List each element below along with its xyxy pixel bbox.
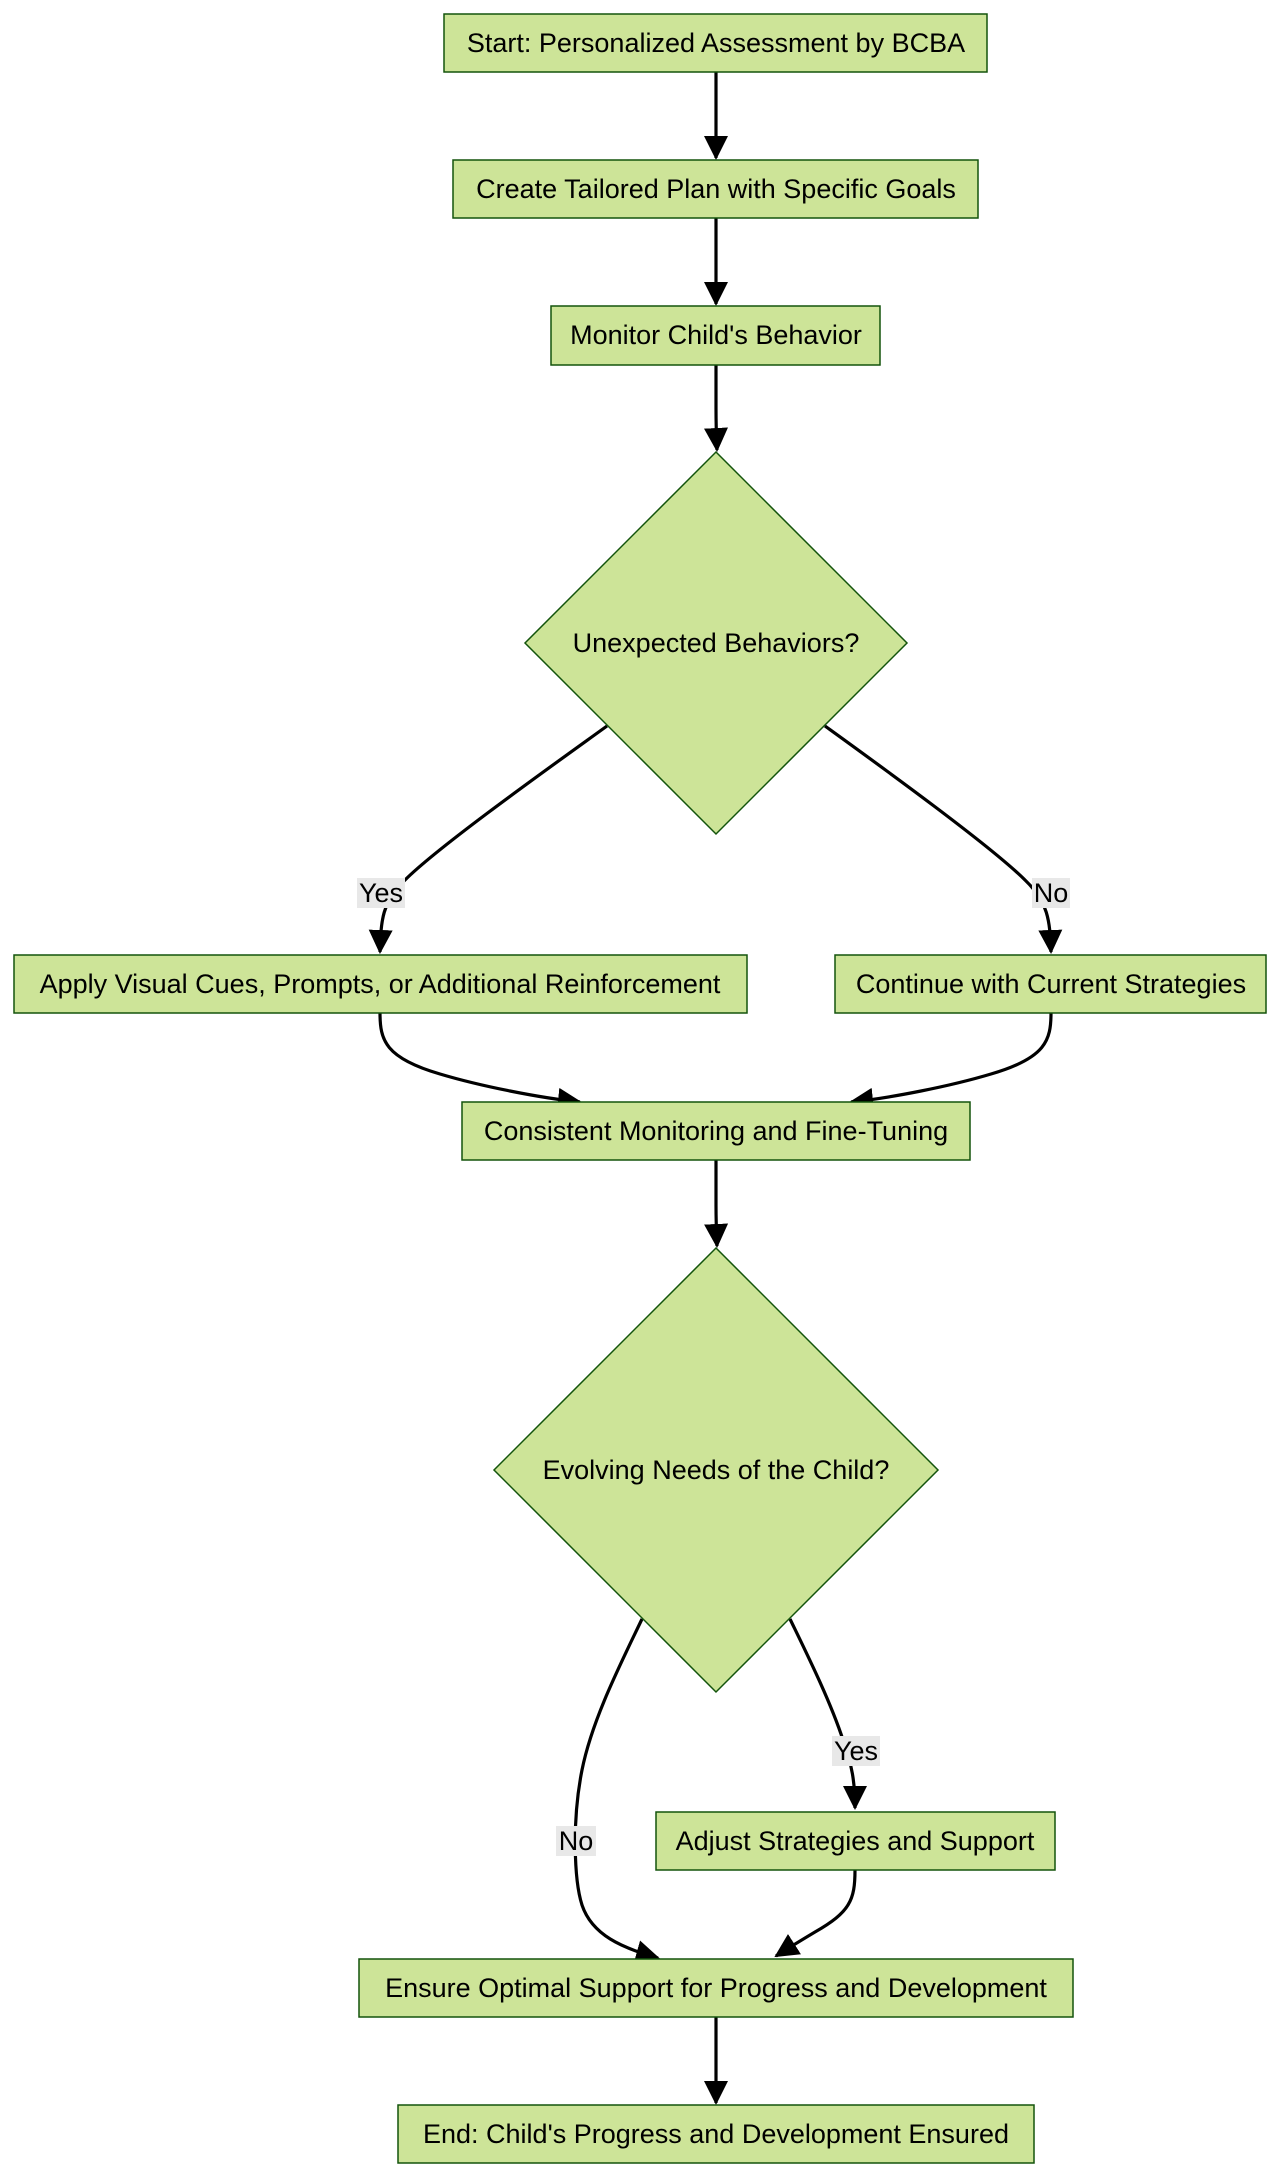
edge-label-text: No (1034, 878, 1069, 908)
nodes: Start: Personalized Assessment by BCBA C… (13, 13, 1267, 2164)
edge-label-text: Yes (834, 1736, 878, 1766)
node-plan: Create Tailored Plan with Specific Goals (452, 159, 979, 219)
edge-label-evolving-yes: Yes (832, 1736, 880, 1766)
node-label: Evolving Needs of the Child? (543, 1455, 890, 1485)
node-ensure: Ensure Optimal Support for Progress and … (358, 1958, 1074, 2018)
edge-monitor-to-unexpected (704, 365, 728, 452)
node-label: Unexpected Behaviors? (573, 628, 860, 658)
edge-adjust-to-ensure (774, 1869, 857, 1958)
node-evolving-decision: Evolving Needs of the Child? (492, 1246, 940, 1694)
node-label: Apply Visual Cues, Prompts, or Additiona… (40, 969, 721, 999)
node-adjust: Adjust Strategies and Support (655, 1811, 1056, 1871)
edge-consistent-to-evolving (704, 1160, 729, 1248)
node-monitor: Monitor Child's Behavior (550, 305, 881, 366)
edges (368, 72, 1063, 2105)
node-apply: Apply Visual Cues, Prompts, or Additiona… (13, 954, 748, 1014)
node-label: Continue with Current Strategies (856, 969, 1246, 999)
edge-evolving-to-ensure (573, 1618, 660, 1964)
edge-apply-to-consistent (378, 1012, 582, 1112)
node-label: Start: Personalized Assessment by BCBA (467, 28, 965, 58)
edge-label-unexpected-yes: Yes (357, 878, 405, 908)
node-start: Start: Personalized Assessment by BCBA (443, 13, 988, 73)
edge-labels: Yes No Yes No (357, 878, 1070, 1856)
edge-unexpected-to-continue (824, 724, 1063, 954)
edge-label-text: No (559, 1826, 594, 1856)
node-label: Ensure Optimal Support for Progress and … (385, 1973, 1047, 2003)
edge-label-evolving-no: No (556, 1826, 596, 1856)
edge-label-unexpected-no: No (1032, 878, 1070, 908)
node-label: Create Tailored Plan with Specific Goals (476, 174, 956, 204)
edge-label-text: Yes (359, 878, 403, 908)
node-label: Consistent Monitoring and Fine-Tuning (484, 1116, 948, 1146)
edge-unexpected-to-apply (368, 724, 608, 954)
node-label: Monitor Child's Behavior (570, 320, 862, 350)
node-continue: Continue with Current Strategies (834, 954, 1267, 1014)
node-unexpected-decision: Unexpected Behaviors? (523, 450, 909, 836)
edge-evolving-to-adjust (788, 1618, 867, 1810)
edge-continue-to-consistent (849, 1012, 1053, 1112)
node-consistent: Consistent Monitoring and Fine-Tuning (461, 1101, 971, 1161)
node-label: End: Child's Progress and Development En… (423, 2119, 1009, 2149)
node-end: End: Child's Progress and Development En… (397, 2104, 1035, 2164)
node-label: Adjust Strategies and Support (676, 1826, 1035, 1856)
